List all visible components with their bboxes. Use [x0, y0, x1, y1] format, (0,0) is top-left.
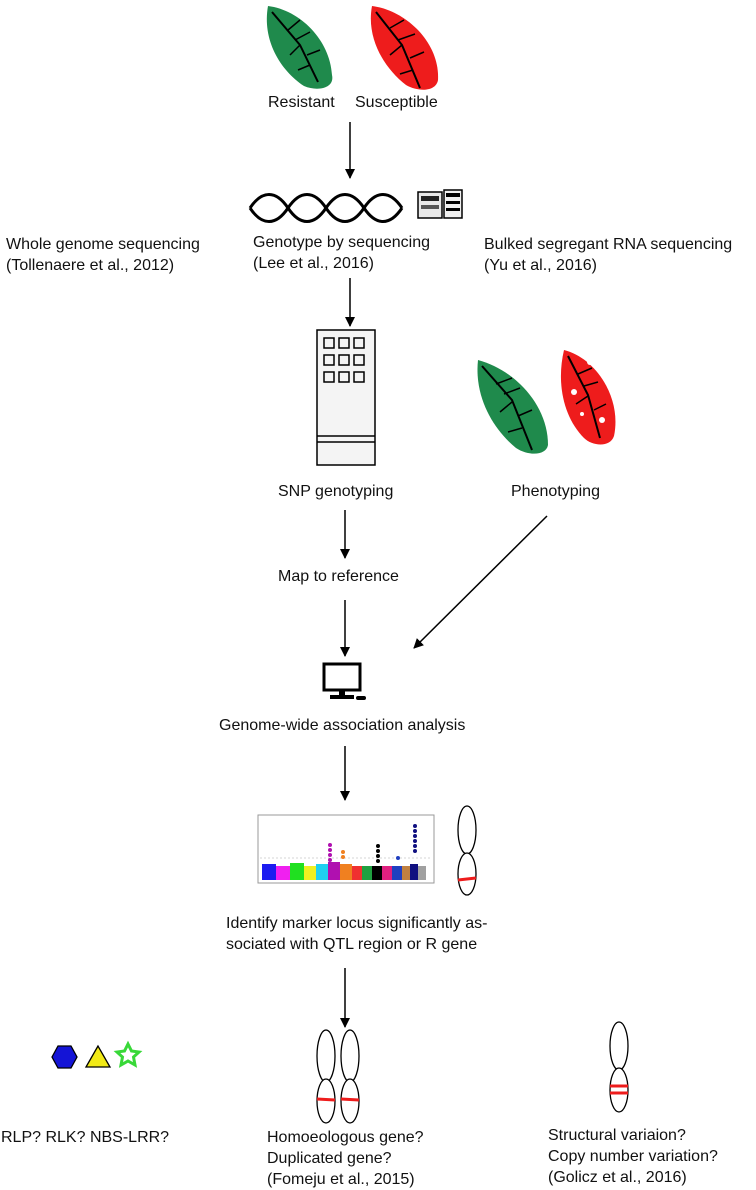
label-susceptible: Susceptible: [355, 94, 438, 111]
label-golicz-cite: (Golicz et al., 2016): [548, 1169, 687, 1186]
label-gwas: Genome-wide association analysis: [219, 717, 466, 734]
chromosome-pair-icon: [316, 1029, 360, 1124]
hexagon-icon: [51, 1045, 78, 1069]
star-icon: [113, 1040, 143, 1068]
susceptible-leaf-icon: [370, 6, 439, 90]
chromosome-variation-icon: [609, 1021, 629, 1113]
label-identify-line2: sociated with QTL region or R gene: [226, 936, 478, 953]
label-wgs: Whole genome sequencing: [6, 236, 200, 253]
label-gbs: Genotype by sequencing: [253, 234, 431, 251]
protein-shapes-icons: [51, 1040, 143, 1069]
triangle-icon: [84, 1044, 112, 1068]
manhattan-plot: [257, 814, 435, 884]
resistant-leaf-icon: [266, 6, 333, 89]
dna-helix-icon: [248, 193, 404, 223]
label-gene-classes: RLP? RLK? NBS-LRR?: [1, 1129, 170, 1146]
label-phenotyping: Phenotyping: [511, 483, 600, 500]
label-resistant: Resistant: [268, 94, 335, 111]
label-bsr: Bulked segregant RNA sequencing: [484, 236, 733, 253]
label-duplicated: Duplicated gene?: [267, 1150, 392, 1167]
chromosome-icon: [457, 805, 477, 896]
label-fomeju-cite: (Fomeju et al., 2015): [267, 1171, 415, 1188]
label-map-to-reference: Map to reference: [278, 568, 399, 585]
sequencer-icon: [417, 189, 463, 219]
label-identify-line1: Identify marker locus significantly as-: [226, 915, 488, 932]
arrow-phenotyping: [413, 515, 548, 649]
label-copy-number: Copy number variation?: [548, 1148, 718, 1165]
computer-icon: [322, 662, 366, 700]
label-wgs-cite: (Tollenaere et al., 2012): [6, 257, 175, 274]
label-snp-genotyping: SNP genotyping: [278, 483, 394, 500]
snp-chip-icon: [316, 329, 376, 466]
label-structural: Structural variaion?: [548, 1127, 686, 1144]
label-bsr-cite: (Yu et al., 2016): [484, 257, 597, 274]
label-homoeologous: Homoeologous gene?: [267, 1129, 424, 1146]
label-gbs-cite: (Lee et al., 2016): [253, 255, 374, 272]
phenotyping-resistant-leaf-icon: [477, 360, 548, 454]
phenotyping-susceptible-leaf-icon: [560, 350, 616, 445]
